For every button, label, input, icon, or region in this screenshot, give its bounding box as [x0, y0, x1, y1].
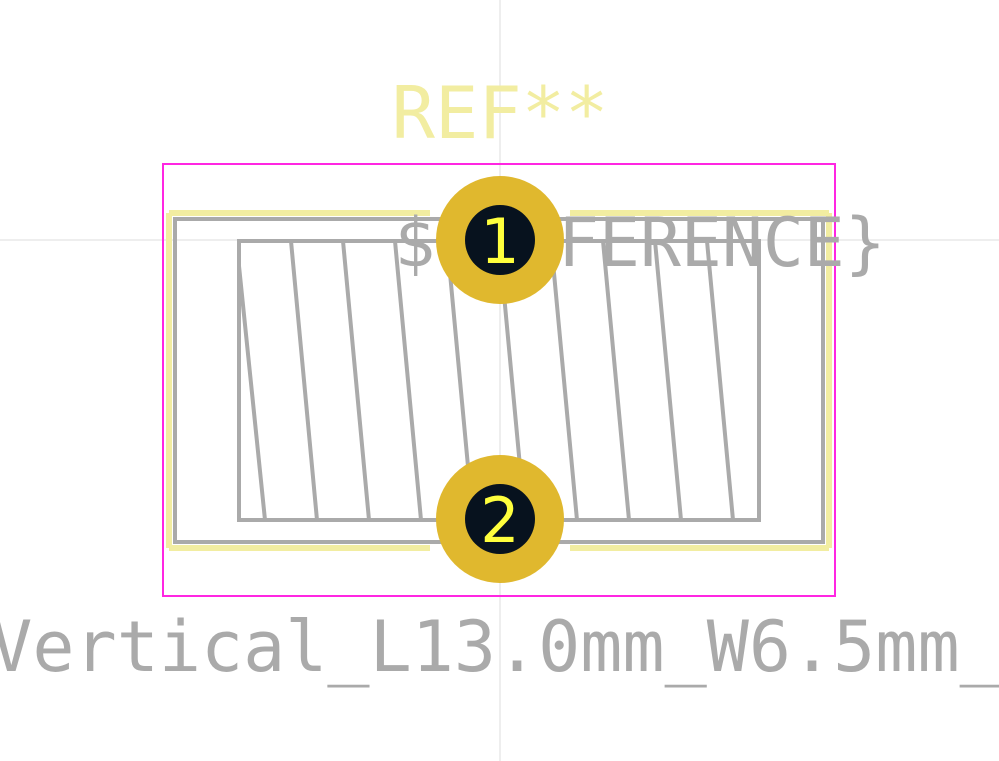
ref-designator-label: REF**: [392, 71, 609, 155]
pad-1[interactable]: 1: [436, 176, 564, 304]
coil-winding-line: [653, 239, 683, 522]
coil-winding-line: [237, 264, 267, 522]
pad-2-number: 2: [480, 484, 519, 557]
coil-winding-line: [393, 239, 423, 522]
pad-2[interactable]: 2: [436, 455, 564, 583]
pad-1-drill-hole: [465, 205, 535, 275]
coil-winding-line: [549, 239, 579, 522]
coil-winding-line: [341, 239, 371, 522]
pad-1-number: 1: [480, 205, 519, 278]
pad-2-drill-hole: [465, 484, 535, 554]
coil-winding-line: [601, 239, 631, 522]
courtyard-outline: [162, 163, 836, 597]
silkscreen-outline: [166, 210, 832, 551]
value-field-text: Vertical_L13.0mm_W6.5mm_: [0, 606, 999, 688]
coil-windings: [237, 239, 735, 522]
coil-winding-line: [705, 239, 735, 522]
coil-winding-line: [289, 239, 319, 522]
